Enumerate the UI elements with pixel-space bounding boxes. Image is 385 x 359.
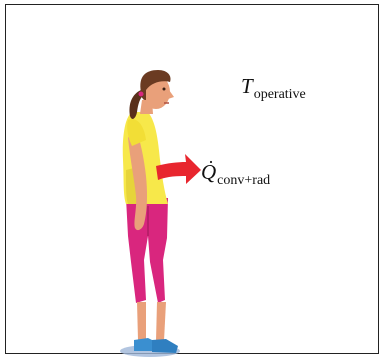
heat-flow-subscript: conv+rad [217,173,270,188]
operative-subscript: operative [254,87,306,102]
left-shin [137,302,146,340]
right-shoe [152,339,178,353]
pants [126,198,168,303]
operative-temperature-label: Toperative [241,74,306,99]
nose [168,90,174,99]
heat-arrow [156,154,201,184]
hair-tie [139,92,144,97]
heat-flow-label: ·Qconv+rad [201,160,270,185]
right-shin [156,302,166,341]
eye [163,88,166,91]
heat-flow-dot: · [208,152,214,173]
